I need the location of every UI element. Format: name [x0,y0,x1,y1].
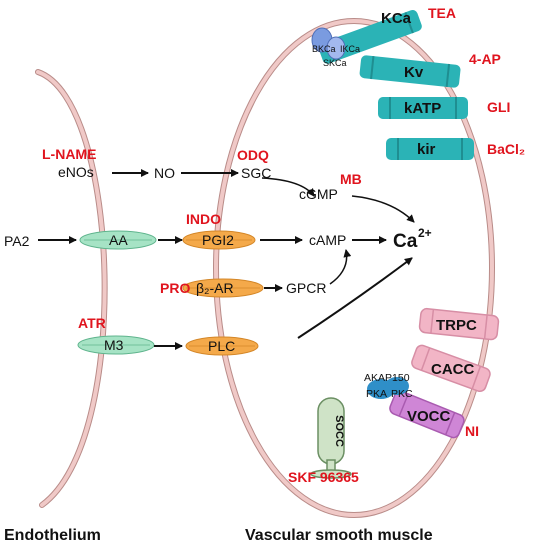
enos-label: eNOs [58,164,94,180]
socc-label: SOCC [333,415,345,447]
pgi2-receptor [182,230,256,250]
katp-channel [378,97,468,119]
cacc-label: CACC [431,361,474,378]
4ap-label: 4-AP [469,51,501,67]
kv-label: Kv [404,64,424,81]
skca-label: SKCa [323,58,347,68]
odq-label: ODQ [237,147,269,163]
pathway-arrows [38,169,415,350]
vsm-caption: Vascular smooth muscle [245,527,433,544]
katp-label: kATP [404,100,441,117]
no-label: NO [154,165,175,181]
kv-channel [359,55,461,88]
arrow-gpcr-camp [329,249,352,285]
cacc-channel [411,344,491,393]
plc-receptor [185,336,259,356]
camp-label: cAMP [309,232,346,248]
tea-label: TEA [428,5,456,21]
ikca-label: IKCa [340,44,360,54]
aa-label: AA [109,232,128,248]
b2ar-receptor [182,278,264,298]
arrow-plc-ca [297,257,413,339]
smooth-muscle-cell-membrane [213,18,495,518]
ca-superscript: 2+ [418,226,432,240]
indo-label: INDO [186,211,221,227]
arrow-cgmp-ca [351,195,415,223]
vocc-label: VOCC [407,408,451,425]
plc-label: PLC [208,338,235,354]
endothelium-membrane [35,69,108,508]
aa-receptor [79,230,157,250]
pkc-label: PKC [391,388,413,400]
kir-channel [386,138,474,160]
gli-label: GLI [487,99,510,115]
akap150-complex [367,377,409,399]
mb-label: MB [340,171,362,187]
m3-label: M3 [104,337,124,353]
skf-label: SKF 96365 [288,469,359,485]
vocc-channel [389,390,465,439]
endothelium-caption: Endothelium [4,527,101,544]
trpc-channel [418,307,500,341]
pgi2-label: PGI2 [202,232,234,248]
pa2-label: PA2 [4,233,30,249]
trpc-label: TRPC [436,317,477,334]
kca-label: KCa [381,10,412,27]
sgc-label: SGC [241,165,271,181]
gpcr-label: GPCR [286,280,326,296]
pro-label: PRO [160,280,190,296]
b2ar-label: β₂-AR [196,280,234,296]
kir-label: kir [417,141,436,158]
kca-channel [311,10,422,64]
ca-label: Ca [393,231,418,252]
akap150-label: AKAP150 [364,372,410,384]
cgmp-label: cGMP [299,186,338,202]
arrow-sgc-cgmp [261,177,315,197]
atr-label: ATR [78,315,106,331]
lname-label: L-NAME [42,146,96,162]
socc-channel [310,397,352,479]
bkca-label: BKCa [312,44,336,54]
ni-label: NI [465,423,479,439]
pka-label: PKA [366,388,387,400]
bacl2-label: BaCl₂ [487,141,525,157]
